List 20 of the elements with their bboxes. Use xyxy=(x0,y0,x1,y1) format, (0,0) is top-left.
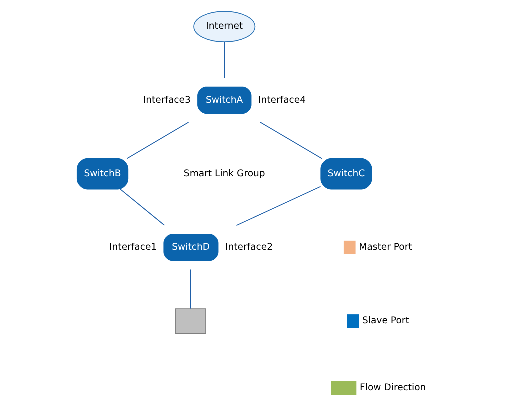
node-ellipse: Internet xyxy=(194,11,256,42)
node-box xyxy=(175,308,206,334)
connector xyxy=(260,122,322,160)
node-label: Interface4 xyxy=(258,94,306,106)
node-label: Interface3 xyxy=(143,94,191,106)
legend-label: Master Port xyxy=(359,242,412,254)
legend-label: Flow Direction xyxy=(360,382,426,394)
connector xyxy=(126,122,190,160)
connector xyxy=(224,42,226,79)
label: Smart Link Group xyxy=(184,168,266,180)
node-box: SwitchD xyxy=(164,234,219,262)
legend-label: Slave Port xyxy=(362,316,410,327)
node-label: Interface1 xyxy=(110,242,158,254)
node-box: SwitchA xyxy=(198,86,252,114)
node-box: SwitchC xyxy=(320,158,372,190)
connector xyxy=(236,186,322,226)
node-label: Interface2 xyxy=(225,242,274,254)
connector xyxy=(120,189,166,226)
connector xyxy=(190,269,192,310)
node-box: SwitchB xyxy=(76,158,129,190)
